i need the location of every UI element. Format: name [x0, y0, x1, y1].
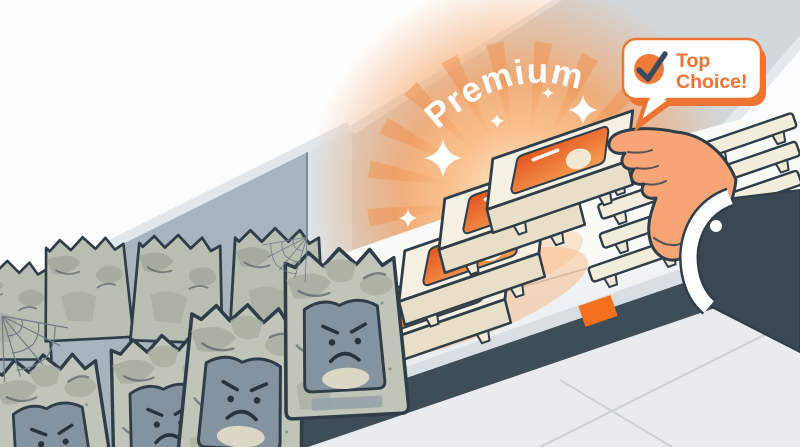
- dusty-bag: [275, 243, 411, 422]
- dusty-bags: [0, 226, 411, 447]
- checkmark-circle: [634, 54, 664, 84]
- price-tag: [578, 295, 618, 327]
- top-choice-badge: Top Choice!: [621, 37, 766, 132]
- shirt-cuff: [681, 189, 733, 313]
- cuff-button: [710, 220, 722, 232]
- badge-bubble: [621, 37, 763, 101]
- badge-text: Top Choice!: [676, 50, 748, 93]
- checkmark-icon: [636, 51, 668, 82]
- hand-arm: [607, 127, 800, 354]
